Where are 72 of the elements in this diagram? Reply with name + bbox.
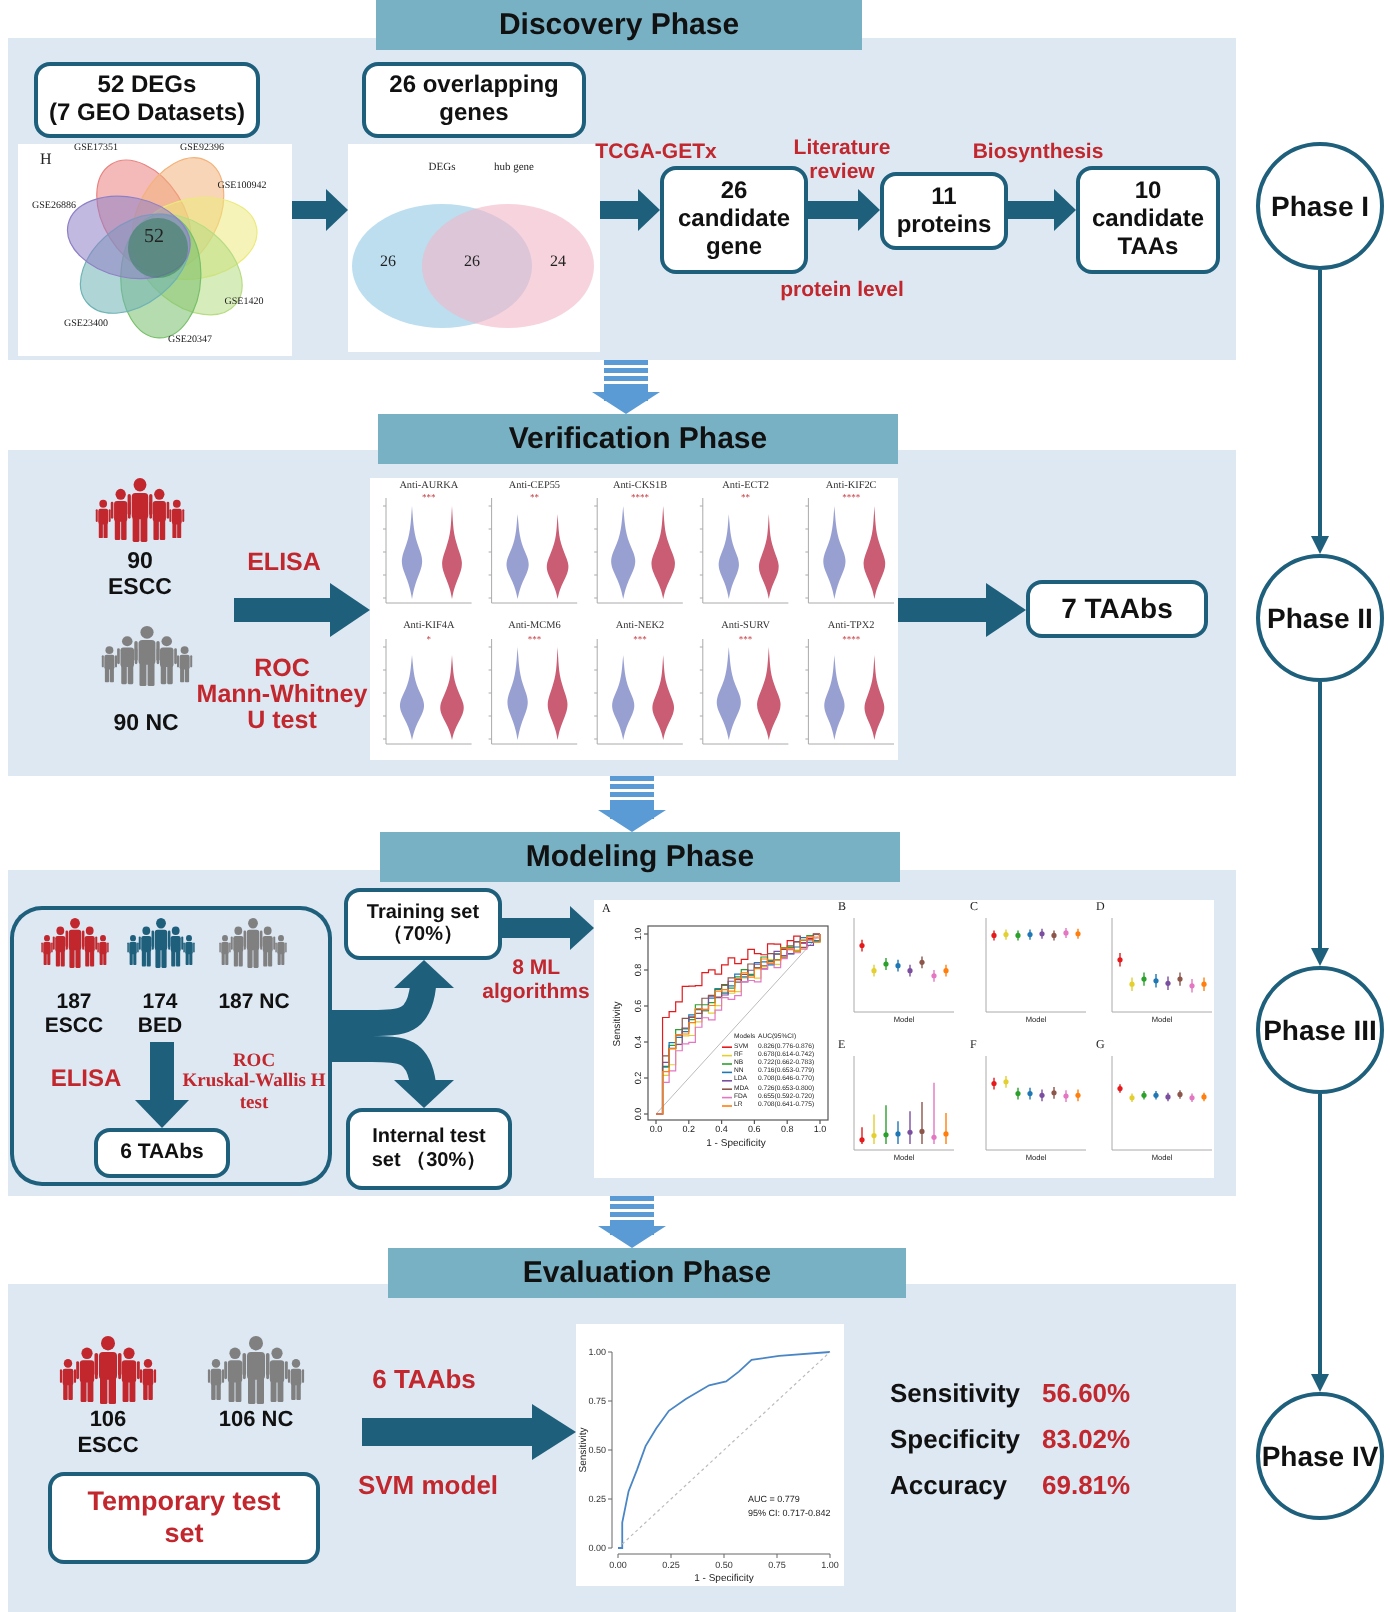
- process-box: Internal test set （30%）: [346, 1108, 512, 1190]
- roc-chart: [576, 1324, 844, 1586]
- edge-label: 6 TAAbs: [372, 1366, 476, 1396]
- arrow: [292, 189, 348, 231]
- box-text: (7 GEO Datasets): [48, 100, 246, 128]
- process-box: [34, 62, 260, 138]
- process-box: 26 overlapping genes: [362, 62, 586, 138]
- cohort-label: 174 BED: [135, 990, 185, 1039]
- phase-panel: [8, 1248, 1236, 1612]
- arrow: [135, 1042, 189, 1128]
- cohort-label: 187 ESCC: [42, 990, 106, 1039]
- venn-label: 52: [144, 226, 164, 249]
- edge-label: ELISA: [50, 1066, 122, 1094]
- process-box: Training set （70%）: [344, 888, 502, 960]
- metric-value: 56.60%: [1042, 1380, 1131, 1410]
- cohort-label: 106 NC: [218, 1408, 294, 1434]
- phase-circle: Phase III: [1256, 966, 1384, 1094]
- metric-name: Accuracy: [890, 1472, 1008, 1502]
- model-comparison-figure: [594, 900, 1214, 1178]
- arrow: [808, 189, 880, 231]
- group-frame: [10, 906, 332, 1186]
- venn-label: 26: [380, 252, 396, 271]
- cohort-label: 106 ESCC: [75, 1408, 141, 1459]
- phase-circle: Phase IV: [1256, 1392, 1384, 1520]
- arrow: [1311, 270, 1329, 554]
- venn-label: H: [40, 150, 52, 169]
- method-label: ROC Kruskal-Wallis H test: [182, 1052, 326, 1114]
- phase-header: Discovery Phase: [376, 0, 862, 50]
- metric-value: 69.81%: [1042, 1472, 1131, 1502]
- process-box: 7 TAAbs: [1026, 580, 1208, 638]
- process-box: 6 TAAbs: [94, 1128, 230, 1178]
- violin-plot-figure: [370, 478, 898, 760]
- process-box: 26 candidate gene: [660, 166, 808, 274]
- box-text: 52 DEGs: [97, 72, 197, 100]
- arrow: [1311, 682, 1329, 966]
- arrow: [898, 583, 1026, 637]
- edge-label: 8 ML algorithms: [480, 956, 592, 1005]
- edge-label: Biosynthesis: [972, 140, 1104, 165]
- arrow: [600, 189, 660, 231]
- phase-panel: [8, 414, 1236, 776]
- cohort-label: 90 ESCC: [106, 550, 174, 603]
- annotation: protein level: [780, 278, 904, 303]
- edge-label: ELISA: [247, 548, 321, 577]
- metric-name: Specificity: [890, 1426, 1021, 1456]
- metric-name: Sensitivity: [890, 1380, 1021, 1410]
- cohort-label: 187 NC: [218, 990, 290, 1015]
- arrow: [598, 1196, 666, 1248]
- phase-panel: [8, 0, 1236, 360]
- arrow: [362, 1404, 576, 1460]
- venn-label: 26: [464, 252, 480, 271]
- cohort-label: 90 NC: [113, 712, 179, 739]
- arrow: [1311, 1094, 1329, 1392]
- phase-header: Evaluation Phase: [388, 1248, 906, 1298]
- method-label: ROC Mann-Whitney U test: [196, 656, 368, 735]
- edge-label: TCGA-GETx: [595, 140, 717, 165]
- phase-header: Verification Phase: [378, 414, 898, 464]
- venn-label: 24: [550, 252, 566, 271]
- arrow: [502, 906, 594, 950]
- process-box: Temporary test set: [48, 1472, 320, 1564]
- phase-header: Modeling Phase: [380, 832, 900, 882]
- process-box: 10 candidate TAAs: [1076, 166, 1220, 274]
- process-box: 11 proteins: [880, 172, 1008, 250]
- phase-circle: Phase II: [1256, 554, 1384, 682]
- arrow: [592, 360, 660, 414]
- phase-panel: [8, 832, 1236, 1196]
- metric-value: 83.02%: [1042, 1426, 1131, 1456]
- arrow: [598, 776, 666, 832]
- venn-diagram-figure: [18, 144, 292, 356]
- arrow: [234, 583, 370, 637]
- method-label: SVM model: [357, 1472, 499, 1502]
- arrow: [1008, 189, 1076, 231]
- phase-circle: Phase I: [1256, 142, 1384, 270]
